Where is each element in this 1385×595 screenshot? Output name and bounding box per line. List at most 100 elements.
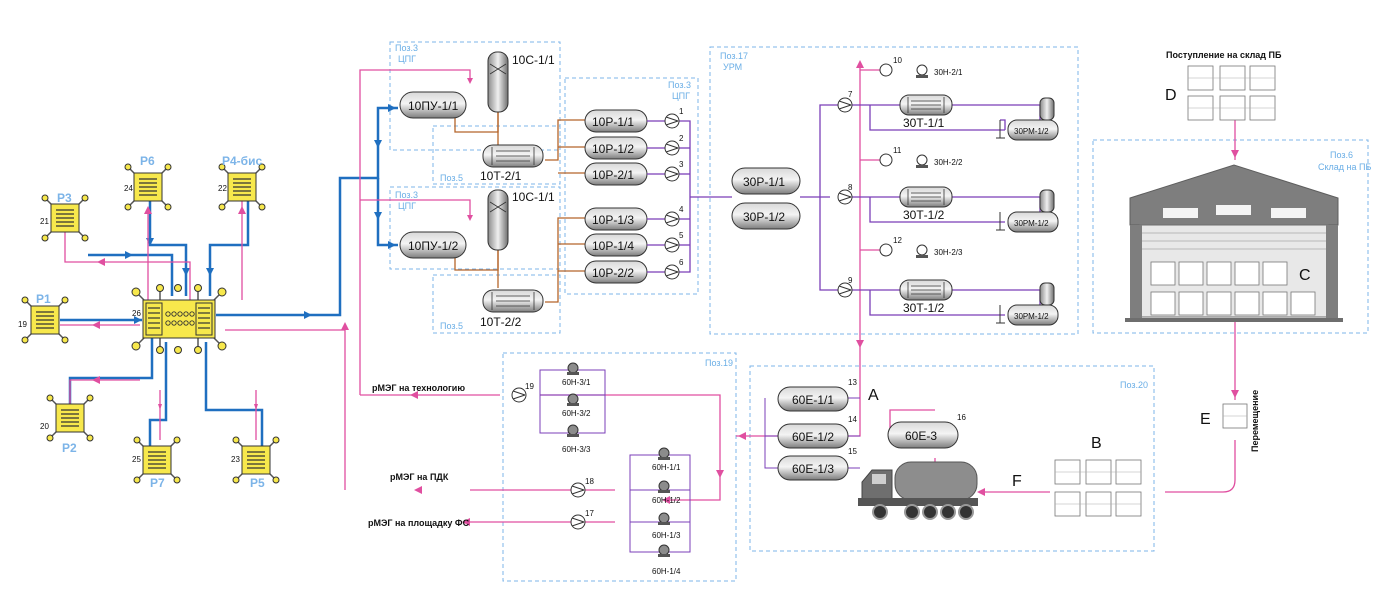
well-label-p4-bis: Р4-бис (222, 154, 262, 168)
h-label-3: 30Н-2/3 (934, 248, 963, 257)
r-label-1: 10Р-1/1 (592, 115, 634, 129)
t30-label-1: 30Т-1/1 (903, 116, 945, 130)
n3-label-1: 60Н-3/1 (562, 378, 591, 387)
pu-1-1 (399, 91, 467, 119)
t30-label-3: 30Т-1/2 (903, 301, 945, 315)
pu-1-1-label: 10ПУ-1/1 (408, 99, 459, 113)
well-p6 (124, 163, 172, 211)
column-c2 (487, 189, 509, 251)
wells (21, 163, 280, 484)
zone-poz17-1: Поз.17 (720, 51, 748, 61)
e3-num: 16 (957, 413, 966, 422)
ibc-grid-lines (1055, 77, 1275, 505)
rm-label-2: 30РМ-1/2 (1014, 219, 1049, 228)
zone-poz3-top-2: ЦПГ (398, 54, 416, 64)
well-num-p6: 24 (124, 184, 133, 193)
exchanger-t1 (482, 144, 544, 168)
zone-poz3-mid-1: Поз.3 (395, 190, 418, 200)
pumps-r (664, 113, 680, 280)
pumps-poz19-marks (512, 390, 585, 527)
n3-label-3: 60Н-3/3 (562, 445, 591, 454)
well-p2 (46, 394, 94, 442)
e60-label-2: 60Е-1/2 (792, 430, 834, 444)
r-label-5: 10Р-1/4 (592, 239, 634, 253)
r30-vessels (731, 167, 801, 230)
pump-num-5: 5 (679, 231, 684, 240)
pumps-h (879, 63, 928, 257)
well-label-p6: Р6 (140, 154, 155, 168)
mini-pumps (567, 362, 670, 557)
well-num-26: 26 (132, 309, 141, 318)
pump-h-bases (916, 75, 928, 258)
well-label-p7: Р7 (150, 476, 165, 490)
pump-num-17: 17 (585, 509, 594, 518)
pink-pipes (60, 62, 1236, 523)
well-num-p3: 21 (40, 217, 49, 226)
pump-num-3: 3 (679, 160, 684, 169)
column-c2-label: 10С-1/1 (512, 190, 555, 204)
exchanger-t2 (482, 289, 544, 313)
r-vessels (584, 109, 648, 284)
well-p3 (41, 194, 89, 242)
zone-poz3-bot-2: ЦПГ (672, 91, 690, 101)
zone-poz6-2: Склад на ПБ (1318, 162, 1371, 172)
n1-label-1: 60Н-1/1 (652, 463, 681, 472)
column-c1-label: 10С-1/1 (512, 53, 555, 67)
pump-urm-marks (838, 100, 852, 295)
e60-vessels (777, 386, 959, 481)
r-label-4: 10Р-1/3 (592, 213, 634, 227)
zone-poz3-mid-2: ЦПГ (398, 201, 416, 211)
well-label-p1: Р1 (36, 292, 51, 306)
zone-poz3-bot-1: Поз.3 (668, 80, 691, 90)
letter-e: E (1200, 411, 1211, 428)
pump-num-11: 11 (893, 146, 902, 155)
tanker-truck-icon (858, 461, 978, 520)
well-p7 (133, 436, 181, 484)
zone-poz20: Поз.20 (1120, 380, 1148, 390)
zone-poz19: Поз.19 (705, 358, 733, 368)
ibc-containers-b (1054, 459, 1142, 517)
e60-num-14: 14 (848, 415, 857, 424)
letter-a: A (868, 387, 879, 404)
well-num-p5: 23 (231, 455, 240, 464)
zone-poz3-top-1: Поз.3 (395, 43, 418, 53)
h-label-1: 30Н-2/1 (934, 68, 963, 77)
r-label-6: 10Р-2/2 (592, 266, 634, 280)
exchanger-t2-label: 10Т-2/2 (480, 315, 522, 329)
pump-num-9: 9 (848, 276, 853, 285)
pump-num-18: 18 (585, 477, 594, 486)
e60-num-13: 13 (848, 378, 857, 387)
t30-label-2: 30Т-1/2 (903, 208, 945, 222)
r-label-3: 10Р-2/1 (592, 168, 634, 182)
zone-poz6-1: Поз.6 (1330, 150, 1353, 160)
zone-borders (389, 41, 1369, 582)
letter-b: B (1091, 435, 1102, 452)
r30-label-1: 30Р-1/1 (743, 175, 785, 189)
rm-label-3: 30РМ-1/2 (1014, 312, 1049, 321)
pump-num-12: 12 (893, 236, 902, 245)
pump-num-19: 19 (525, 382, 534, 391)
column-c1 (487, 51, 509, 113)
n3-label-2: 60Н-3/2 (562, 409, 591, 418)
zone-poz17-2: УРМ (723, 62, 742, 72)
h-label-2: 30Н-2/2 (934, 158, 963, 167)
letter-d: D (1165, 87, 1177, 104)
well-p4-bis (218, 163, 266, 211)
flow-tech: рМЭГ на технологию (372, 383, 465, 393)
ibc-containers-c (1150, 261, 1316, 316)
e3-label: 60Е-3 (905, 429, 937, 443)
pump-num-2: 2 (679, 134, 684, 143)
exchanger-t1-label: 10Т-2/1 (480, 169, 522, 183)
move-label: Перемещение (1250, 390, 1260, 452)
rm-label-1: 30РМ-1/2 (1014, 127, 1049, 136)
ibc-containers-d (1187, 65, 1276, 121)
n1-label-3: 60Н-1/3 (652, 531, 681, 540)
well-label-p3: Р3 (57, 191, 72, 205)
e60-num-15: 15 (848, 447, 857, 456)
well-num-p1: 19 (18, 320, 27, 329)
pump-num-8: 8 (848, 183, 853, 192)
pu-1-2 (399, 231, 467, 259)
brown-pipes (454, 112, 585, 303)
pump-num-6: 6 (679, 258, 684, 267)
